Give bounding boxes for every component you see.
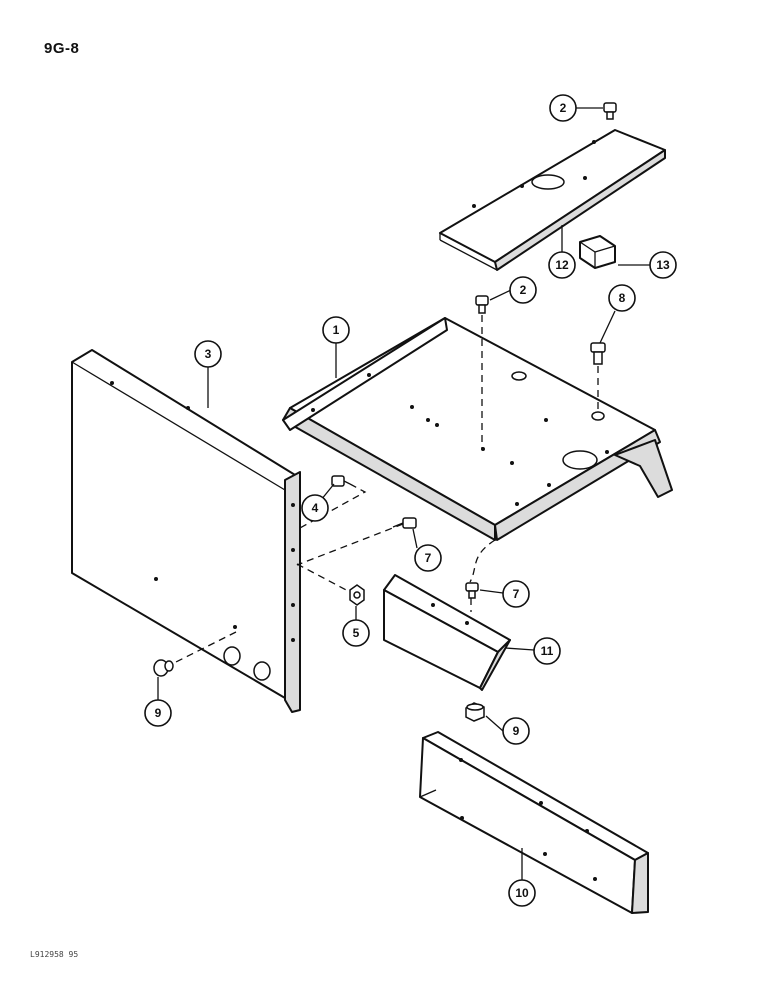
page-number: 9G-8 bbox=[44, 40, 80, 57]
svg-text:7: 7 bbox=[425, 551, 432, 565]
part-12-upper-bracket bbox=[439, 129, 666, 271]
callout-8: 8 bbox=[608, 284, 636, 312]
part-11-angle-bracket bbox=[383, 574, 511, 691]
callout-12: 12 bbox=[548, 251, 576, 279]
part-1-platform bbox=[282, 317, 673, 541]
drawing-code: L912958 95 bbox=[30, 950, 79, 959]
callout-7-upper: 7 bbox=[414, 544, 442, 572]
callout-7-lower: 7 bbox=[502, 580, 530, 608]
svg-text:7: 7 bbox=[513, 587, 520, 601]
part-13-clip bbox=[579, 235, 616, 269]
callout-13: 13 bbox=[649, 251, 677, 279]
callout-10: 10 bbox=[508, 879, 536, 907]
part-10-channel bbox=[419, 731, 649, 914]
callout-2-top: 2 bbox=[549, 94, 577, 122]
svg-text:13: 13 bbox=[656, 258, 670, 272]
callout-9-lower: 9 bbox=[502, 717, 530, 745]
svg-text:12: 12 bbox=[555, 258, 569, 272]
callout-1: 1 bbox=[322, 316, 350, 344]
svg-text:8: 8 bbox=[619, 291, 626, 305]
callout-9-left: 9 bbox=[144, 699, 172, 727]
svg-text:11: 11 bbox=[541, 644, 554, 658]
svg-text:2: 2 bbox=[560, 101, 567, 115]
hardware bbox=[153, 102, 617, 722]
svg-text:10: 10 bbox=[515, 886, 529, 900]
svg-text:9: 9 bbox=[155, 706, 162, 720]
svg-text:1: 1 bbox=[333, 323, 340, 337]
svg-text:2: 2 bbox=[520, 283, 527, 297]
part-3-side-panel bbox=[71, 349, 301, 713]
callout-2-middle: 2 bbox=[509, 276, 537, 304]
callout-3: 3 bbox=[194, 340, 222, 368]
svg-text:3: 3 bbox=[205, 347, 212, 361]
svg-text:9: 9 bbox=[513, 724, 520, 738]
callout-4: 4 bbox=[301, 494, 329, 522]
svg-text:4: 4 bbox=[312, 501, 319, 515]
callout-5: 5 bbox=[342, 619, 370, 647]
callout-11: 11 bbox=[533, 637, 561, 665]
svg-text:5: 5 bbox=[353, 626, 360, 640]
